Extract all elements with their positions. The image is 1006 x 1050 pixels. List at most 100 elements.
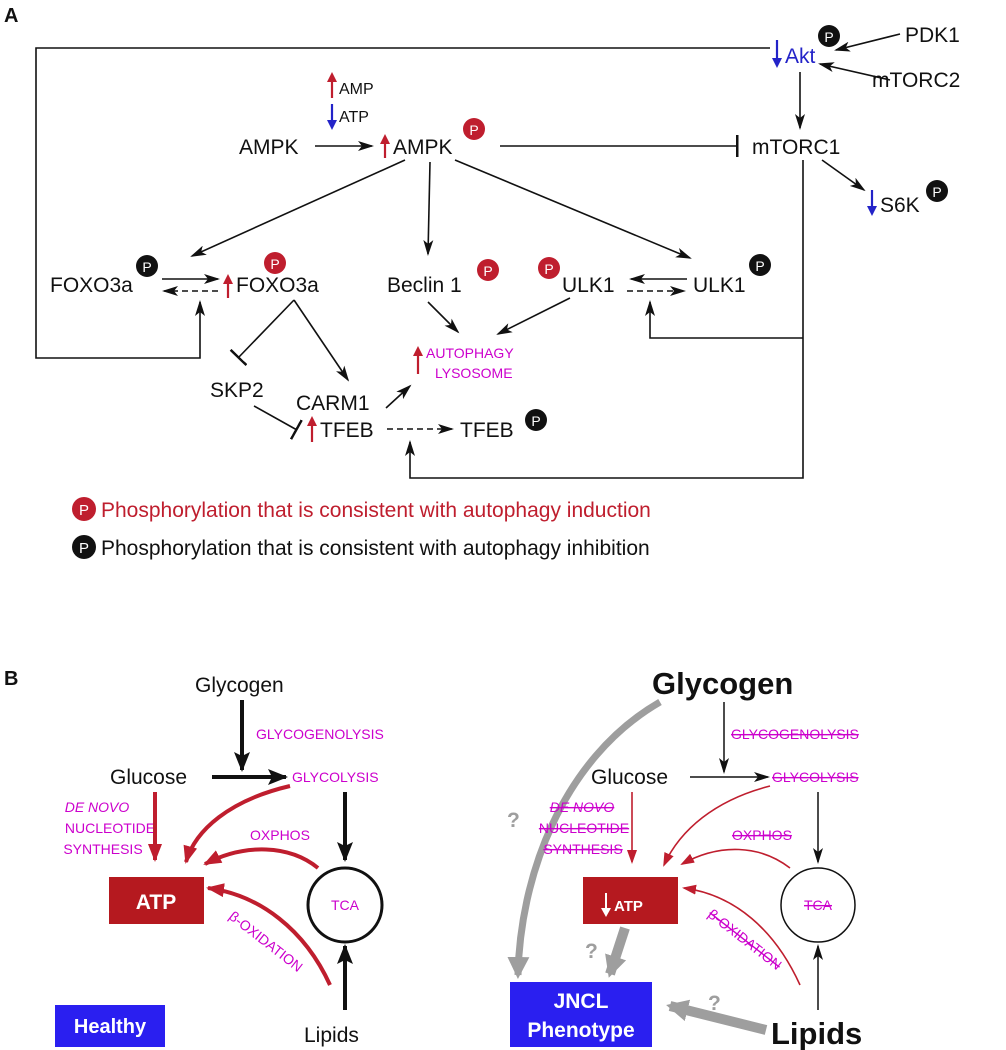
healthy-atp-label: ATP	[136, 891, 176, 914]
beclin1-to-autophagy-arrow	[427, 301, 460, 334]
ulk1-inactive-label: ULK1	[693, 274, 746, 297]
jncl-nucleotide-label: NUCLEOTIDE	[539, 820, 629, 836]
jncl-atp-label: ATP	[614, 898, 643, 915]
phospho-induction-badge: P	[538, 257, 560, 279]
ampk-phospho-label: AMPK	[393, 136, 453, 159]
jncl-atp-to-phenotype-arrow	[605, 926, 630, 978]
svg-text:P: P	[531, 413, 540, 429]
foxo3a-inhibits-skp2	[229, 299, 295, 367]
svg-text:P: P	[544, 261, 553, 277]
beclin1-label: Beclin 1	[387, 274, 462, 297]
skp2-label: SKP2	[210, 379, 264, 402]
up-arrow-icon	[380, 134, 390, 158]
panel-b-label: B	[4, 668, 18, 690]
jncl-atp-box	[583, 877, 678, 924]
jncl-question-mark-glycogen: ?	[507, 809, 520, 832]
autophagy-label: AUTOPHAGY	[426, 345, 514, 361]
akt-label: Akt	[785, 45, 816, 68]
phospho-induction-badge: P	[477, 259, 499, 281]
healthy-nucleotide-label: NUCLEOTIDE	[65, 820, 155, 836]
svg-text:P: P	[79, 540, 89, 557]
healthy-oxphos-label: OXPHOS	[250, 827, 310, 843]
carm1-to-autophagy-arrow	[385, 384, 412, 409]
healthy-glucose-label: Glucose	[110, 766, 187, 789]
mtorc2-label: mTORC2	[872, 69, 960, 92]
jncl-lipids-to-phenotype-arrow	[666, 999, 768, 1035]
svg-text:P: P	[270, 256, 279, 272]
ampk-to-beclin1-arrow	[423, 161, 434, 256]
jncl-oxphos-label: OXPHOS	[732, 827, 792, 843]
ulk1-active-label: ULK1	[562, 274, 615, 297]
healthy-tca-circle	[306, 866, 384, 944]
foxo3a-active-label: FOXO3a	[236, 274, 319, 297]
atp-indicator: ATP	[327, 104, 369, 130]
jncl-lipids-label: Lipids	[771, 1016, 862, 1050]
phospho-induction-badge: P	[264, 252, 286, 274]
phospho-induction-badge: P	[463, 118, 485, 140]
healthy-oxphos-arrow	[203, 847, 320, 870]
panel-a: A Akt P PDK1 mTORC2 AMP	[4, 5, 960, 560]
mtorc2-to-akt-arrow	[818, 62, 891, 81]
phospho-inhibition-badge: P	[749, 254, 771, 276]
amp-indicator: AMP	[327, 72, 374, 98]
jncl-glycolysis-to-atp-arrow	[663, 785, 771, 867]
mtorc1-to-tfeb-connector	[405, 160, 804, 479]
down-arrow-icon	[327, 104, 337, 130]
jncl-synthesis-label: SYNTHESIS	[543, 841, 622, 857]
tfeb-active-label: TFEB	[320, 419, 374, 442]
jncl-de-novo-label: DE NOVO	[550, 799, 615, 815]
panel-b: B Glycogen GLYCOGENOLYSIS Glucose GLYCOL…	[4, 666, 862, 1050]
down-arrow-icon	[867, 190, 877, 216]
legend-induction-badge: P	[72, 497, 96, 521]
up-arrow-icon	[413, 346, 423, 374]
svg-text:P: P	[932, 184, 941, 200]
jncl-glycogenolysis-label: GLYCOGENOLYSIS	[731, 726, 859, 742]
legend-inhibition-badge: P	[72, 535, 96, 559]
healthy-state-label: Healthy	[74, 1016, 147, 1038]
healthy-tca-label: TCA	[331, 897, 360, 913]
legend-induction-text: Phosphorylation that is consistent with …	[101, 499, 651, 522]
skp2-inhibits-tfeb	[253, 405, 303, 440]
jncl-beta-oxidation-arrow	[682, 884, 801, 986]
down-arrow-icon	[772, 40, 782, 68]
svg-text:P: P	[824, 29, 833, 45]
jncl-question-mark-lipids: ?	[708, 992, 721, 1015]
healthy-beta-oxidation-label: β-OXIDATION	[226, 908, 306, 975]
healthy-de-novo-label: DE NOVO	[65, 799, 130, 815]
phospho-inhibition-badge: P	[525, 409, 547, 431]
ampk-label: AMPK	[239, 136, 299, 159]
jncl-glycogen-label: Glycogen	[652, 666, 793, 701]
legend-inhibition-text: Phosphorylation that is consistent with …	[101, 537, 650, 560]
svg-text:P: P	[142, 259, 151, 275]
svg-text:P: P	[469, 122, 478, 138]
svg-text:P: P	[79, 502, 89, 519]
ampk-to-foxo3a-arrow	[190, 159, 406, 257]
up-arrow-icon	[307, 416, 317, 442]
svg-text:P: P	[755, 258, 764, 274]
healthy-glycolysis-label: GLYCOLYSIS	[292, 769, 379, 785]
panel-a-label: A	[4, 5, 18, 27]
amp-label: AMP	[339, 81, 374, 98]
healthy-diagram: Glycogen GLYCOGENOLYSIS Glucose GLYCOLYS…	[55, 674, 384, 1047]
healthy-beta-oxidation-arrow	[206, 883, 332, 986]
healthy-glycogenolysis-label: GLYCOGENOLYSIS	[256, 726, 384, 742]
healthy-atp-box	[109, 877, 204, 924]
jncl-phenotype-box	[510, 982, 652, 1047]
akt-to-foxo3a-connector	[35, 47, 770, 359]
healthy-synthesis-label: SYNTHESIS	[63, 841, 142, 857]
up-arrow-icon	[223, 274, 233, 298]
lysosome-label: LYSOSOME	[435, 365, 513, 381]
healthy-glycolysis-to-atp-arrow	[183, 784, 291, 864]
healthy-state-box	[55, 1005, 165, 1047]
foxo3a-to-carm1-arrow	[293, 299, 350, 382]
carm1-label: CARM1	[296, 392, 370, 415]
jncl-tca-label: TCA	[804, 897, 833, 913]
phospho-inhibition-badge: P	[818, 25, 840, 47]
pdk1-to-akt-arrow	[834, 33, 901, 52]
mtorc1-label: mTORC1	[752, 136, 840, 159]
jncl-oxphos-arrow	[680, 848, 791, 869]
jncl-question-mark-atp: ?	[585, 940, 598, 963]
mtorc1-to-ulk1-connector	[645, 300, 803, 339]
atp-label: ATP	[339, 109, 369, 126]
jncl-diagram: Glycogen ? GLYCOGENOLYSIS Glucose GLYCOL…	[507, 666, 862, 1050]
